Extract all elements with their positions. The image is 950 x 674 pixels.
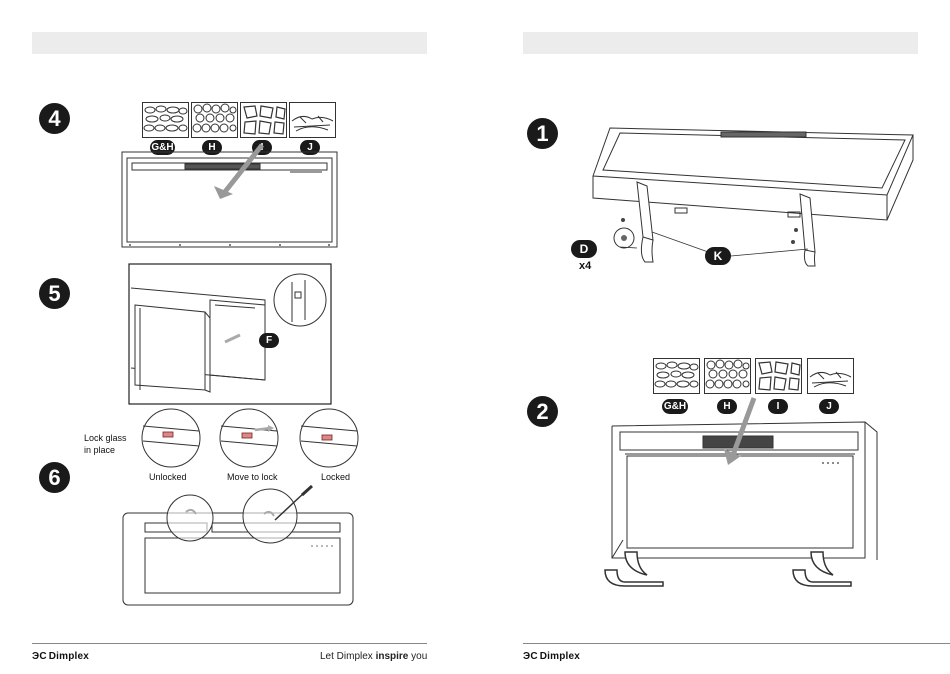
right-page: 1 D x4 K 2 [475,0,950,674]
left-page: 4 [0,0,475,674]
left-brand-name: Dimplex [49,651,89,662]
right-footer-rule [523,643,950,644]
dimplex-logo-icon: ЭC [523,651,538,662]
right-brand-name: Dimplex [540,651,580,662]
step-6-fireplace-illustration [0,0,475,674]
tagline-bold: inspire [376,651,409,662]
dimplex-logo-icon: ЭC [32,651,47,662]
left-footer-rule [32,643,427,644]
step-2-fireplace-illustration [475,0,950,674]
tagline-suffix: you [408,651,427,662]
tagline-prefix: Let Dimplex [320,651,376,662]
footer-tagline: Let Dimplex inspire you [320,651,427,662]
